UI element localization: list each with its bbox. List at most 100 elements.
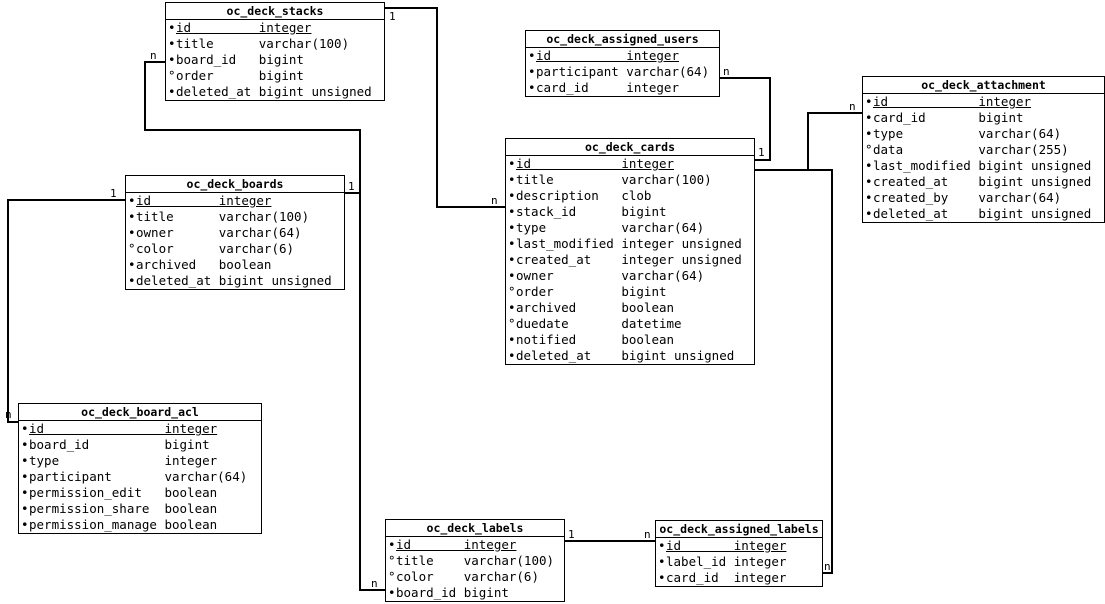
field-definition: title varchar(100) — [136, 209, 310, 224]
field-row-id: •id integer — [386, 537, 564, 553]
field-definition: created_by varchar(64) — [873, 190, 1062, 205]
field-definition: owner varchar(64) — [516, 268, 705, 283]
table-name: oc_deck_boards — [126, 176, 344, 193]
field-definition: last_modified integer unsigned — [516, 236, 742, 251]
field-row-permission_manage: •permission_manage boolean — [19, 517, 261, 533]
notnull-bullet-icon: • — [21, 421, 29, 436]
notnull-bullet-icon: • — [528, 64, 536, 79]
notnull-bullet-icon: • — [508, 268, 516, 283]
notnull-bullet-icon: • — [128, 225, 136, 240]
field-row-deleted_at: •deleted_at bigint unsigned — [126, 273, 344, 289]
nullable-bullet-icon: ° — [128, 241, 136, 256]
notnull-bullet-icon: • — [508, 172, 516, 187]
field-definition: type varchar(64) — [516, 220, 705, 235]
field-row-id: •id integer — [863, 94, 1104, 110]
notnull-bullet-icon: • — [528, 80, 536, 95]
entity-table-oc_deck_stacks: oc_deck_stacks•id integer•title varchar(… — [165, 2, 385, 101]
field-row-participant: •participant varchar(64) — [526, 64, 719, 80]
notnull-bullet-icon: • — [658, 538, 666, 553]
notnull-bullet-icon: • — [21, 469, 29, 484]
field-row-order: °order bigint — [506, 284, 754, 300]
field-definition: permission_manage boolean — [29, 517, 218, 532]
field-row-order: °order bigint — [166, 68, 384, 84]
field-definition: permission_edit boolean — [29, 485, 218, 500]
table-name: oc_deck_cards — [506, 139, 754, 156]
notnull-bullet-icon: • — [508, 204, 516, 219]
field-row-type: •type integer — [19, 453, 261, 469]
cardinality-label: 1 — [568, 528, 575, 541]
field-definition: title varchar(100) — [516, 172, 712, 187]
notnull-bullet-icon: • — [865, 94, 873, 109]
field-definition: board_id bigint — [29, 437, 210, 452]
field-definition: stack_id bigint — [516, 204, 667, 219]
field-definition: created_at integer unsigned — [516, 252, 742, 267]
notnull-bullet-icon: • — [508, 220, 516, 235]
notnull-bullet-icon: • — [168, 52, 176, 67]
notnull-bullet-icon: • — [388, 585, 396, 600]
relationship-line-oc_deck_cards--oc_deck_assigned_labels — [755, 169, 833, 574]
field-row-permission_share: •permission_share boolean — [19, 501, 261, 517]
field-definition: deleted_at bigint unsigned — [136, 273, 332, 288]
field-definition: owner varchar(64) — [136, 225, 302, 240]
field-row-id: •id integer — [506, 156, 754, 172]
notnull-bullet-icon: • — [865, 110, 873, 125]
field-row-board_id: •board_id bigint — [166, 52, 384, 68]
cardinality-label: n — [5, 408, 12, 421]
notnull-bullet-icon: • — [508, 156, 516, 171]
field-definition: created_at bigint unsigned — [873, 174, 1092, 189]
field-row-title: °title varchar(100) — [386, 553, 564, 569]
field-definition: order bigint — [516, 284, 667, 299]
notnull-bullet-icon: • — [865, 190, 873, 205]
nullable-bullet-icon: ° — [388, 553, 396, 568]
field-definition: data varchar(255) — [873, 142, 1069, 157]
relationship-line-oc_deck_boards--oc_deck_labels — [359, 193, 385, 591]
field-row-type: •type varchar(64) — [863, 126, 1104, 142]
field-row-id: •id integer — [526, 48, 719, 64]
notnull-bullet-icon: • — [508, 252, 516, 267]
field-definition: card_id bigint — [873, 110, 1024, 125]
field-definition: archived boolean — [516, 300, 675, 315]
field-row-color: °color varchar(6) — [386, 569, 564, 585]
field-definition: board_id bigint — [176, 52, 304, 67]
notnull-bullet-icon: • — [508, 188, 516, 203]
entity-table-oc_deck_attachment: oc_deck_attachment•id integer•card_id bi… — [862, 76, 1105, 223]
field-row-participant: •participant varchar(64) — [19, 469, 261, 485]
nullable-bullet-icon: ° — [168, 68, 176, 83]
field-row-stack_id: •stack_id bigint — [506, 204, 754, 220]
notnull-bullet-icon: • — [865, 206, 873, 221]
field-definition: duedate datetime — [516, 316, 682, 331]
notnull-bullet-icon: • — [865, 158, 873, 173]
cardinality-label: 1 — [389, 10, 396, 23]
field-definition: label_id integer — [666, 554, 787, 569]
table-name: oc_deck_labels — [386, 520, 564, 537]
field-row-id: •id integer — [19, 421, 261, 437]
notnull-bullet-icon: • — [21, 517, 29, 532]
notnull-bullet-icon: • — [21, 453, 29, 468]
primary-key-field: id integer — [873, 94, 1032, 109]
field-definition: participant varchar(64) — [536, 64, 710, 79]
primary-key-field: id integer — [136, 193, 272, 208]
table-name: oc_deck_assigned_users — [526, 31, 719, 48]
cardinality-label: n — [371, 577, 378, 590]
primary-key-field: id integer — [396, 537, 517, 552]
field-definition: deleted_at bigint unsigned — [873, 206, 1092, 221]
field-row-last_modified: •last_modified integer unsigned — [506, 236, 754, 252]
field-row-deleted_at: •deleted_at bigint unsigned — [166, 84, 384, 100]
field-row-created_at: •created_at bigint unsigned — [863, 174, 1104, 190]
field-row-deleted_at: •deleted_at bigint unsigned — [506, 348, 754, 364]
notnull-bullet-icon: • — [128, 257, 136, 272]
notnull-bullet-icon: • — [168, 36, 176, 51]
field-row-type: •type varchar(64) — [506, 220, 754, 236]
field-row-permission_edit: •permission_edit boolean — [19, 485, 261, 501]
field-definition: permission_share boolean — [29, 501, 218, 516]
field-row-card_id: •card_id bigint — [863, 110, 1104, 126]
table-name: oc_deck_attachment — [863, 77, 1104, 94]
entity-table-oc_deck_assigned_labels: oc_deck_assigned_labels•id integer•label… — [655, 520, 823, 587]
field-row-id: •id integer — [656, 538, 822, 554]
notnull-bullet-icon: • — [508, 300, 516, 315]
relationship-line-oc_deck_cards--oc_deck_assigned_users — [720, 77, 771, 161]
notnull-bullet-icon: • — [128, 209, 136, 224]
field-definition: title varchar(100) — [176, 36, 350, 51]
